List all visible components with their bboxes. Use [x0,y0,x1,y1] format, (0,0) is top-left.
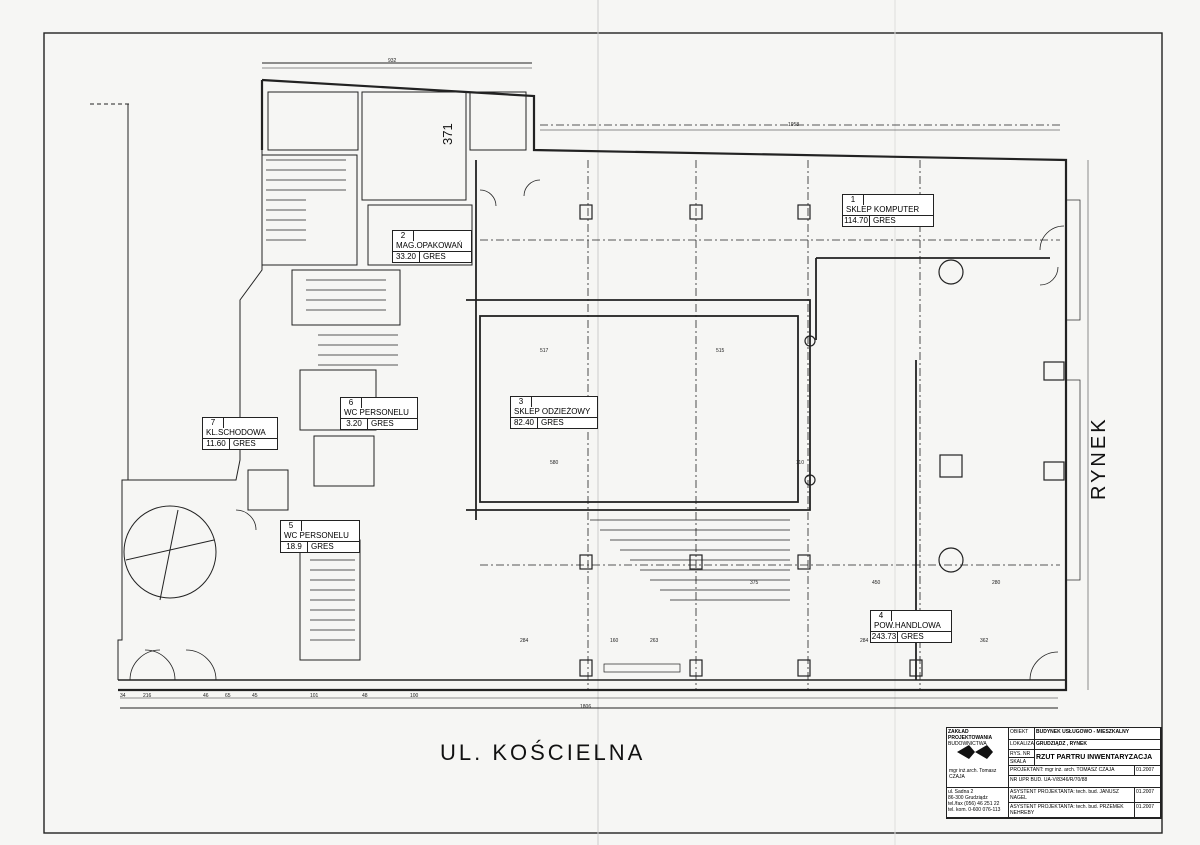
dimension-right-overall: 1958 [788,122,800,128]
dimension-bottom-left: 65 [225,693,231,699]
room-name: WC PERSONELU [344,408,409,417]
room-number: 6 [341,398,362,408]
room-name: SKLEP KOMPUTER [846,205,920,214]
dimension-bottom-left: 101 [310,693,319,699]
room-floor: GRES [541,418,564,427]
drawing-number-label: RYS. NR [1009,750,1035,758]
square-label: RYNEK [1088,416,1110,500]
assistant-2: ASYSTENT PROJEKTANTA: tech. bud. PRZEMEK… [1009,803,1135,818]
assistant-1: ASYSTENT PROJEKTANTA: tech. bud. JANUSZ … [1009,788,1135,803]
dimension-bottom-left: 100 [410,693,419,699]
room-area: 18.9 [281,542,308,552]
dimension-bottom-left: 46 [203,693,209,699]
address-line1: ul. Sadna 2 [948,789,974,795]
dimension-bottom-right: 284 [860,638,869,644]
room-name: MAG.OPAKOWAŃ [396,241,463,250]
firm-name-line2: BUDOWNICTWA [948,741,987,747]
dimension-bottom-overall: 1806 [580,704,592,710]
room-number: 3 [511,397,532,407]
obiekt-label: OBIEKT [1009,728,1035,740]
room-area: 243.73 [871,632,898,642]
sheet-border [43,32,1163,834]
room-area: 82.40 [511,418,538,428]
date-2: 01.2007 [1135,788,1161,803]
firm-logo-icon [957,745,993,759]
dimension-inner: 450 [872,580,881,586]
room-number: 1 [843,195,864,205]
room-number: 7 [203,418,224,428]
location-label: LOKALIZACJA [1009,740,1035,750]
phone-2: tel. kom. 0-600 076-113 [948,807,1001,813]
dimension-inner: 580 [550,460,559,466]
dimension-bottom-left: 34 [120,693,126,699]
dimension-inner: 280 [992,580,1001,586]
dimension-bottom-left: 45 [252,693,258,699]
dimension-inner: 515 [716,348,725,354]
room-name: KL.SCHODOWA [206,428,266,437]
dimension-label: 371 [440,123,455,145]
dimension-bottom-right: 362 [980,638,989,644]
room-floor: GRES [233,439,256,448]
dimension-bottom-right: 284 [520,638,529,644]
room-number: 4 [871,611,892,621]
location-value: GRUDZIĄDZ , RYNEK [1035,740,1161,750]
license-number: NR UPR BUD. UA-V/8346/R/70/88 [1009,776,1161,788]
dimension-inner: 110 [796,460,804,466]
room-area: 33.20 [393,252,420,262]
address-cell: ul. Sadna 2 86-300 Grudziądz tel./fax (0… [947,788,1009,818]
dimension-bottom-left: 48 [362,693,368,699]
obiekt-value: BUDYNEK USŁUGOWO - MIESZKALNY [1035,728,1161,740]
room-name: POW.HANDLOWA [874,621,941,630]
room-floor: GRES [873,216,896,225]
drawing-title: RZUT PARTRU INWENTARYZACJA [1035,750,1161,766]
firm-name-line1: ZAKŁAD PROJEKTOWANIA [948,729,993,741]
room-area: 11.60 [203,439,230,449]
street-label: UL. KOŚCIELNA [440,740,646,765]
date-1: 01.2007 [1135,766,1161,776]
dimension-inner: 517 [540,348,549,354]
firm-cell: ZAKŁAD PROJEKTOWANIA BUDOWNICTWA mgr inż… [947,728,1009,788]
room-floor: GRES [311,542,334,551]
north-arrow-circle [123,505,217,599]
projektant: PROJEKTANT: mgr inż. arch. TOMASZ CZAJA [1009,766,1135,776]
dimension-top-overall: 932 [388,58,397,64]
address-line2: 86-300 Grudziądz [948,795,988,801]
dimension-inner: 375 [750,580,759,586]
scale-label: SKALA 1:100 [1009,758,1035,766]
dimension-bottom-right: 160 [610,638,619,644]
room-floor: GRES [901,632,924,641]
room-number: 2 [393,231,414,241]
room-number: 5 [281,521,302,531]
room-name: WC PERSONELU [284,531,349,540]
room-floor: GRES [423,252,446,261]
room-name: SKLEP ODZIEŻOWY [514,407,591,416]
title-block: ZAKŁAD PROJEKTOWANIA BUDOWNICTWA mgr inż… [946,727,1162,819]
date-3: 01.2007 [1135,803,1161,818]
room-floor: GRES [371,419,394,428]
phone-1: tel./fax (056) 46 251 22 [948,801,1000,807]
room-area: 114.70 [843,216,870,226]
dimension-bottom-right: 263 [650,638,659,644]
firm-name-line3: mgr inż.arch. Tomasz CZAJA [949,768,997,780]
dimension-bottom-left: 216 [143,693,152,699]
room-area: 3.20 [341,419,368,429]
